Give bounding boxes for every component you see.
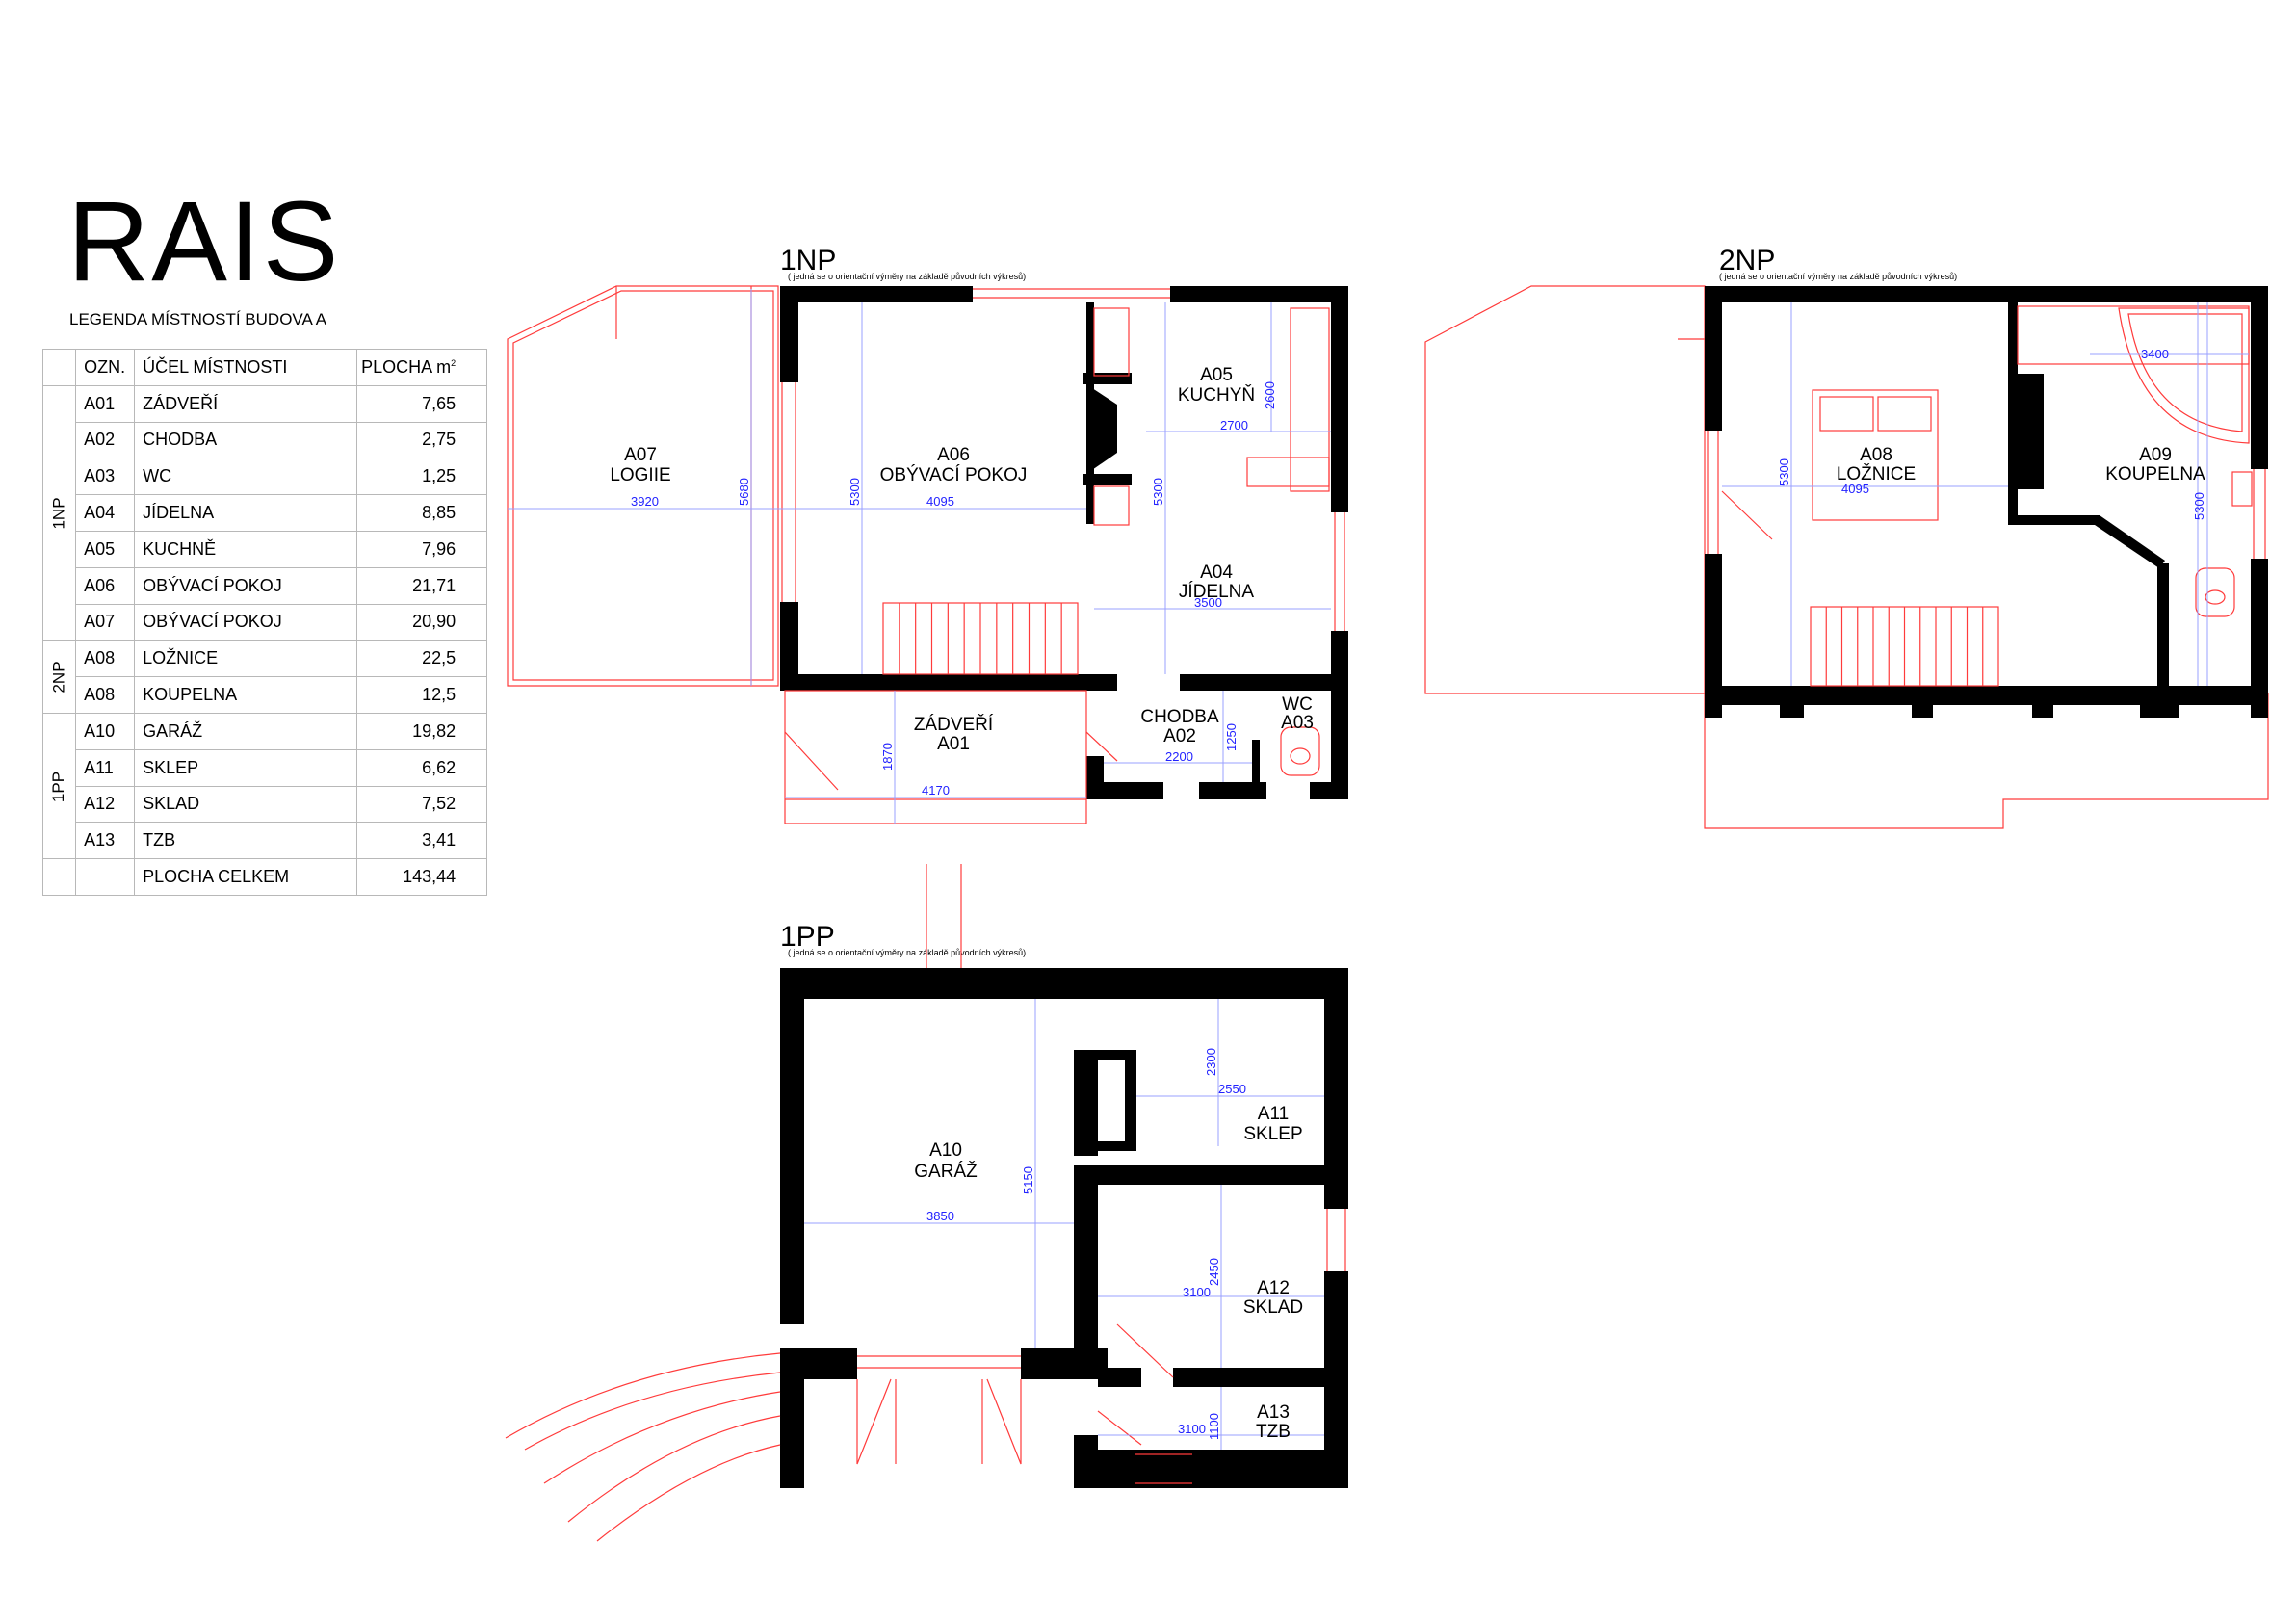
bed-icon [1812, 389, 1939, 521]
room-label-a08-name: LOŽNICE [1837, 463, 1916, 484]
dim-label: 3500 [1194, 595, 1222, 610]
room-label-a10-name: GARÁŽ [914, 1161, 978, 1182]
room-label-a02-name: CHODBA [1140, 707, 1219, 727]
room-label-a05-name: KUCHYŇ [1178, 384, 1255, 406]
sink-icon [2231, 471, 2253, 507]
legend-floor-1np: 1NP [41, 384, 77, 641]
dim-label: 1250 [1224, 723, 1239, 751]
bathtub-icon [2118, 307, 2250, 444]
plan-2np-note: ( jedná se o orientační výměry na základ… [1719, 272, 1957, 281]
room-label-a07-code: A07 [624, 445, 657, 465]
toilet-icon [2195, 567, 2235, 617]
room-label-a13-code: A13 [1257, 1402, 1290, 1423]
legend-floor-1pp: 1PP [41, 712, 77, 860]
wall [780, 286, 973, 302]
dim-label: 3920 [631, 494, 659, 509]
dim-label: 4170 [922, 783, 950, 798]
roof-outline [1424, 285, 1706, 694]
legend-header-row: OZN. ÚČEL MÍSTNOSTI PLOCHA m2 [41, 349, 488, 386]
dim-label: 5680 [737, 478, 751, 506]
dim-label: 2700 [1220, 418, 1248, 432]
room-label-a04-code: A04 [1200, 562, 1233, 583]
garage-door-icon [856, 1355, 1022, 1465]
dim-label: 5300 [1151, 478, 1165, 506]
room-label-a09-code: A09 [2139, 445, 2172, 465]
dim-label: 5300 [2192, 492, 2206, 520]
room-label-a07-name: LOGIIE [610, 465, 670, 485]
room-label-a10-code: A10 [929, 1140, 962, 1161]
dim-label: 4095 [926, 494, 954, 509]
legend-floor-2np: 2NP [41, 640, 77, 714]
room-label-a12-name: SKLAD [1243, 1297, 1303, 1318]
driveway-arc [505, 1352, 781, 1439]
dim-label: 3100 [1178, 1422, 1206, 1436]
dim-label: 2200 [1165, 749, 1193, 764]
room-label-a03-code: A03 [1281, 713, 1314, 733]
room-label-a13-name: TZB [1256, 1422, 1291, 1442]
plan-2np-title: 2NP [1719, 245, 1775, 276]
dim-label: 2300 [1204, 1048, 1218, 1076]
room-label-a06-code: A06 [937, 445, 970, 465]
dim-label: 5300 [848, 478, 862, 506]
plan-1pp-title: 1PP [780, 921, 835, 953]
legend-title: LEGENDA MÍSTNOSTÍ BUDOVA A [69, 310, 327, 328]
plan-2np: 2NP ( jedná se o orientační výměry na zá… [1424, 245, 2269, 829]
room-label-a08-code: A08 [1860, 445, 1892, 465]
dim-label: 2600 [1263, 381, 1277, 409]
dim-label: 2550 [1218, 1082, 1246, 1096]
room-label-a01-code: A01 [937, 734, 970, 754]
legend-total-area: 143,44 [356, 858, 488, 896]
plan-1np-title: 1NP [780, 245, 836, 276]
dim-label: 1100 [1207, 1413, 1221, 1440]
plan-1pp: 1PP ( jedná se o orientační výměry na zá… [505, 864, 1348, 1542]
dim-label: 3850 [926, 1209, 954, 1223]
room-label-a09-name: KOUPELNA [2105, 464, 2205, 484]
room-label-a03-name: WC [1282, 694, 1313, 715]
dim-label: 3400 [2141, 347, 2169, 361]
dim-label: 3100 [1183, 1285, 1211, 1299]
legend-header-use: ÚČEL MÍSTNOSTI [134, 349, 358, 386]
room-legend-table: OZN. ÚČEL MÍSTNOSTI PLOCHA m2 1NP A01 ZÁ… [41, 349, 488, 896]
room-label-a06-name: OBÝVACÍ POKOJ [880, 465, 1028, 485]
plan-1np: 1NP ( jedná se o orientační výměry na zá… [507, 245, 1348, 824]
room-label-a05-code: A05 [1200, 365, 1233, 385]
dim-label: 1870 [880, 743, 895, 771]
dim-label: 2450 [1207, 1258, 1221, 1286]
dim-label: 5300 [1777, 458, 1791, 486]
room-label-a11-code: A11 [1258, 1104, 1289, 1124]
rais-logo: RAIS [67, 178, 341, 305]
legend-total-label: PLOCHA CELKEM [134, 858, 358, 896]
room-label-a02-code: A02 [1163, 726, 1196, 746]
legend-row: 1NP A01 ZÁDVEŘÍ 7,65 [41, 384, 488, 641]
dim-label: 5150 [1021, 1166, 1035, 1194]
dim-label: 4095 [1841, 482, 1869, 496]
plan-1np-note: ( jedná se o orientační výměry na základ… [788, 272, 1026, 281]
legend-header-code: OZN. [75, 349, 136, 386]
room-label-a12-code: A12 [1257, 1278, 1290, 1298]
room-label-a04-name: JÍDELNA [1179, 582, 1254, 602]
room-label-a01-name: ZÁDVEŘÍ [914, 714, 994, 735]
room-label-a11-name: SKLEP [1243, 1124, 1302, 1144]
toilet-icon [1280, 726, 1320, 776]
legend-total-row: PLOCHA CELKEM 143,44 [41, 858, 488, 896]
plan-1pp-note: ( jedná se o orientační výměry na základ… [788, 948, 1026, 957]
